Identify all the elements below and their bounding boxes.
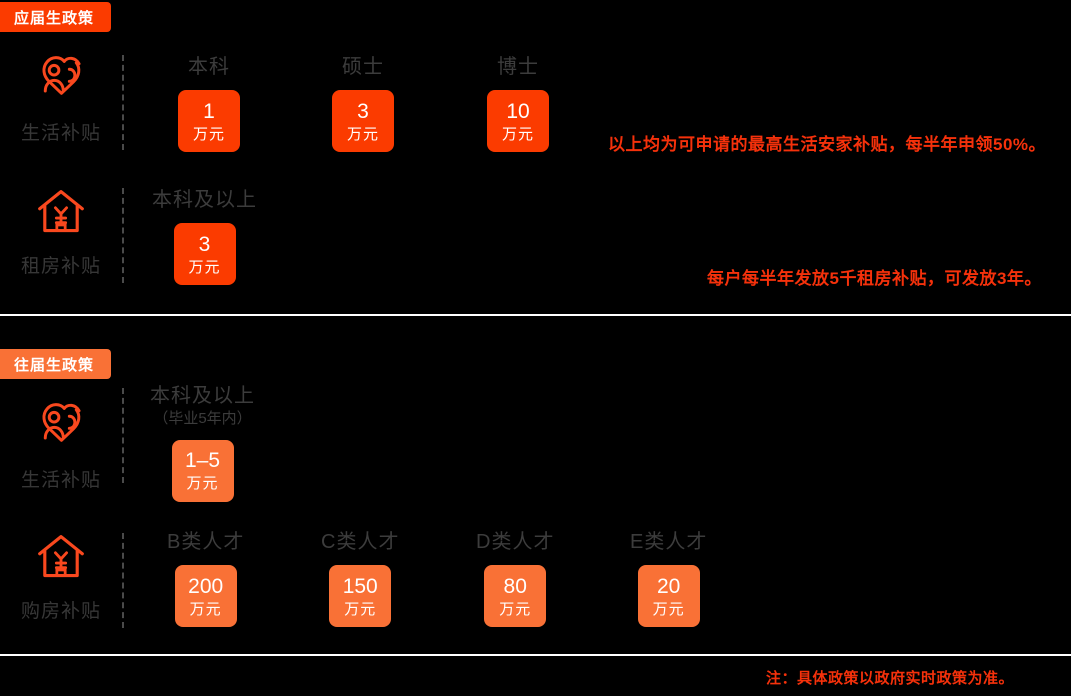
value-column-bachelor: 本科 1 万元 bbox=[178, 56, 240, 152]
value-badge: 3 万元 bbox=[332, 90, 394, 152]
value-column-bachelor-and-above-rent: 本科及以上 3 万元 bbox=[152, 189, 257, 285]
value-badge: 200 万元 bbox=[174, 565, 237, 627]
badge-unit: 万元 bbox=[186, 475, 219, 492]
column-head: 硕士 bbox=[342, 56, 384, 78]
value-column-bachelor-and-above-living: 本科及以上 （毕业5年内） 1–5 万元 bbox=[150, 385, 255, 502]
value-column-talent-d: D类人才 80 万元 bbox=[476, 531, 554, 627]
badge-unit: 万元 bbox=[189, 600, 222, 618]
column-subhead: （毕业5年内） bbox=[153, 410, 252, 427]
badge-value: 150 bbox=[342, 574, 378, 598]
value-column-talent-b: B类人才 200 万元 bbox=[167, 531, 244, 627]
badge-value: 3 bbox=[357, 99, 369, 123]
row-category-home-purchase-subsidy: 购房补贴 bbox=[0, 532, 122, 623]
value-badge: 10 万元 bbox=[487, 90, 549, 152]
row-category-label: 租房补贴 bbox=[20, 256, 101, 277]
person-heart-icon bbox=[33, 401, 89, 451]
value-badge: 20 万元 bbox=[637, 565, 700, 627]
value-column-talent-e: E类人才 20 万元 bbox=[630, 531, 707, 627]
badge-unit: 万元 bbox=[188, 258, 221, 276]
row-category-label: 购房补贴 bbox=[20, 601, 101, 622]
value-badge: 3 万元 bbox=[173, 223, 236, 285]
badge-value: 10 bbox=[506, 99, 530, 123]
section-tag-former-graduate: 往届生政策 bbox=[0, 349, 112, 379]
column-head: 本科及以上 bbox=[152, 189, 257, 211]
row-category-rent-subsidy: 租房补贴 bbox=[0, 187, 122, 278]
row-category-label: 生活补贴 bbox=[20, 470, 101, 491]
badge-unit: 万元 bbox=[192, 125, 225, 143]
house-yuan-icon bbox=[33, 532, 89, 582]
column-head: 本科 bbox=[188, 56, 230, 78]
value-badge: 1–5 万元 bbox=[171, 439, 234, 502]
badge-value: 80 bbox=[503, 574, 527, 598]
value-column-master: 硕士 3 万元 bbox=[332, 56, 394, 152]
row-divider-dashed bbox=[122, 55, 124, 150]
value-badge: 1 万元 bbox=[178, 90, 240, 152]
section-divider bbox=[0, 314, 1071, 316]
footer-note: 注：具体政策以政府实时政策为准。 bbox=[766, 670, 1015, 687]
badge-unit: 万元 bbox=[346, 125, 379, 143]
row-category-label: 生活补贴 bbox=[20, 123, 101, 144]
value-column-doctorate: 博士 10 万元 bbox=[487, 56, 549, 152]
column-head: 博士 bbox=[497, 56, 539, 78]
value-badge: 80 万元 bbox=[484, 565, 547, 627]
badge-value: 3 bbox=[198, 232, 211, 256]
value-column-talent-c: C类人才 150 万元 bbox=[321, 531, 399, 627]
person-heart-icon bbox=[33, 54, 89, 104]
column-head: 本科及以上 bbox=[150, 385, 255, 407]
column-head: C类人才 bbox=[321, 531, 400, 553]
row-divider-dashed bbox=[122, 388, 124, 483]
row-divider-dashed bbox=[122, 533, 124, 628]
badge-unit: 万元 bbox=[501, 125, 534, 143]
badge-unit: 万元 bbox=[499, 600, 532, 618]
row-note-living-allowance: 以上均为可申请的最高生活安家补贴，每半年申领50%。 bbox=[608, 135, 1047, 154]
badge-unit: 万元 bbox=[344, 600, 377, 618]
row-category-living-allowance-fresh: 生活补贴 bbox=[0, 54, 122, 145]
badge-value: 1 bbox=[203, 99, 215, 123]
badge-unit: 万元 bbox=[652, 600, 685, 618]
value-badge: 150 万元 bbox=[329, 565, 392, 627]
column-head: E类人才 bbox=[630, 531, 708, 553]
column-head: D类人才 bbox=[476, 531, 555, 553]
column-head: B类人才 bbox=[167, 531, 245, 553]
house-yuan-icon bbox=[33, 187, 89, 237]
badge-value: 200 bbox=[188, 574, 224, 598]
badge-value: 1–5 bbox=[184, 449, 221, 472]
row-category-living-allowance-former: 生活补贴 bbox=[0, 401, 122, 492]
footer-divider bbox=[0, 654, 1071, 656]
badge-value: 20 bbox=[656, 574, 681, 598]
row-divider-dashed bbox=[122, 188, 124, 283]
row-note-rent-subsidy: 每户每半年发放5千租房补贴，可发放3年。 bbox=[707, 269, 1042, 288]
section-tag-fresh-graduate: 应届生政策 bbox=[0, 2, 112, 32]
